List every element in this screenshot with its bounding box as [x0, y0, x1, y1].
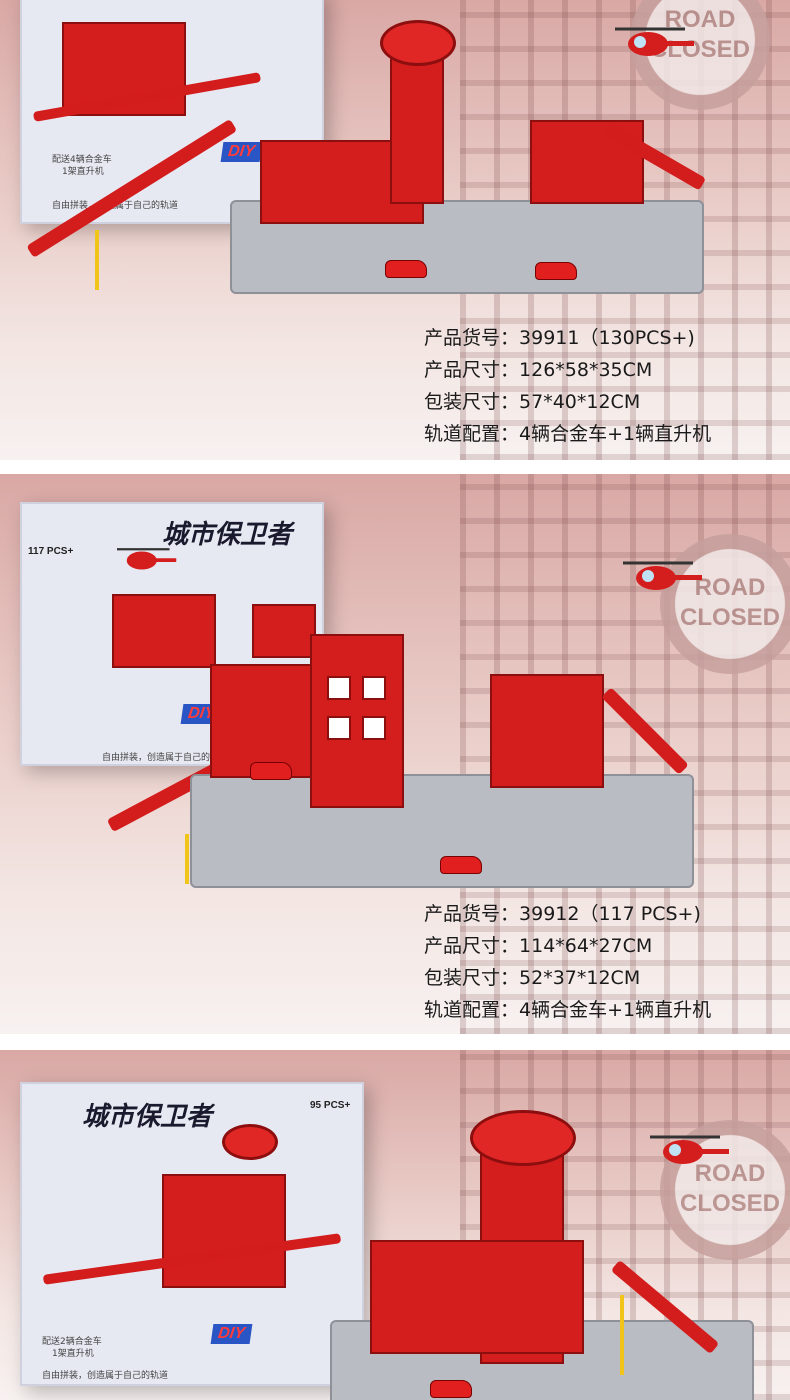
box-diy-logo: DIY	[210, 1324, 253, 1344]
box-caption-1: 自由拼装，创造属于自己的轨道	[102, 753, 229, 763]
box-caption-1: 配送2辆合金车	[42, 1337, 102, 1347]
box-tower-top	[222, 1124, 278, 1160]
fire-station	[370, 1240, 584, 1354]
toy-car	[535, 262, 577, 280]
box-caption-1: 配送4辆合金车	[52, 155, 112, 165]
box-footer: 自由拼装，创造属于自己的轨道	[42, 1371, 169, 1381]
spec-row-package-size: 包装尺寸：52*37*12CM	[424, 967, 641, 989]
tower-top	[470, 1110, 576, 1166]
helicopter-icon	[615, 27, 694, 56]
sign-pole	[95, 230, 99, 290]
spec-row-item-no: 产品货号：39912（117 PCS+)	[424, 903, 701, 925]
spec-row-configuration: 轨道配置：4辆合金车+1辆直升机	[424, 999, 712, 1021]
spec-row-item-no: 产品货号：39911（130PCS+)	[424, 327, 695, 349]
spec-list: 产品货号：39911（130PCS+) 产品尺寸：126*58*35CM 包装尺…	[424, 322, 711, 450]
box-diy-logo: DIY	[220, 142, 263, 162]
product-box-image: DIY 配送4辆合金车 1架直升机 自由拼装，创造属于自己的轨道	[20, 0, 324, 224]
helicopter-icon	[623, 561, 702, 590]
spec-row-product-size: 产品尺寸：114*64*27CM	[424, 935, 653, 957]
window	[327, 676, 351, 700]
product-box-image: 城市保卫者 117 PCS+ DIY 自由拼装，创造属于自己的轨道	[20, 502, 324, 766]
product-box-image: 城市保卫者 95 PCS+ DIY 配送2辆合金车 1架直升机 自由拼装，创造属…	[20, 1082, 364, 1386]
box-caption-2: 1架直升机	[62, 167, 104, 177]
control-tower	[390, 40, 444, 204]
window	[327, 716, 351, 740]
sign-pole	[620, 1295, 624, 1375]
window	[362, 716, 386, 740]
toy-car	[440, 856, 482, 874]
spec-row-product-size: 产品尺寸：126*58*35CM	[424, 359, 653, 381]
box-building	[162, 1174, 286, 1288]
road-closed-sign: ROAD CLOSED	[660, 534, 790, 674]
toy-car	[385, 260, 427, 278]
product-panel-1: ROAD CLOSED DIY 配送4辆合金车 1架直升机 自由拼装，创造属于自…	[0, 0, 790, 460]
parking-lot	[490, 674, 604, 788]
spec-row-package-size: 包装尺寸：57*40*12CM	[424, 391, 641, 413]
helicopter-icon	[650, 1135, 729, 1164]
spec-list: 产品货号：39912（117 PCS+) 产品尺寸：114*64*27CM 包装…	[424, 898, 711, 1026]
product-panel-3: ROAD CLOSED 城市保卫者 95 PCS+ DIY 配送2辆合金车 1架…	[0, 1050, 790, 1400]
box-title: 城市保卫者	[162, 520, 293, 550]
window	[362, 676, 386, 700]
toy-car	[250, 762, 292, 780]
box-piece-count: 117 PCS+	[28, 546, 74, 557]
toy-car	[430, 1380, 472, 1398]
sign-pole	[185, 834, 189, 884]
tower-top	[380, 20, 456, 66]
helicopter-icon	[117, 548, 177, 570]
box-piece-count: 95 PCS+	[310, 1100, 351, 1111]
product-panel-2: ROAD CLOSED 城市保卫者 117 PCS+ DIY 自由拼装，创造属于…	[0, 474, 790, 1034]
spec-row-configuration: 轨道配置：4辆合金车+1辆直升机	[424, 423, 712, 445]
box-title: 城市保卫者	[82, 1102, 213, 1132]
box-building	[252, 604, 316, 658]
box-caption-2: 1架直升机	[52, 1349, 94, 1359]
box-building	[112, 594, 216, 668]
fire-hq-tower	[310, 634, 404, 808]
